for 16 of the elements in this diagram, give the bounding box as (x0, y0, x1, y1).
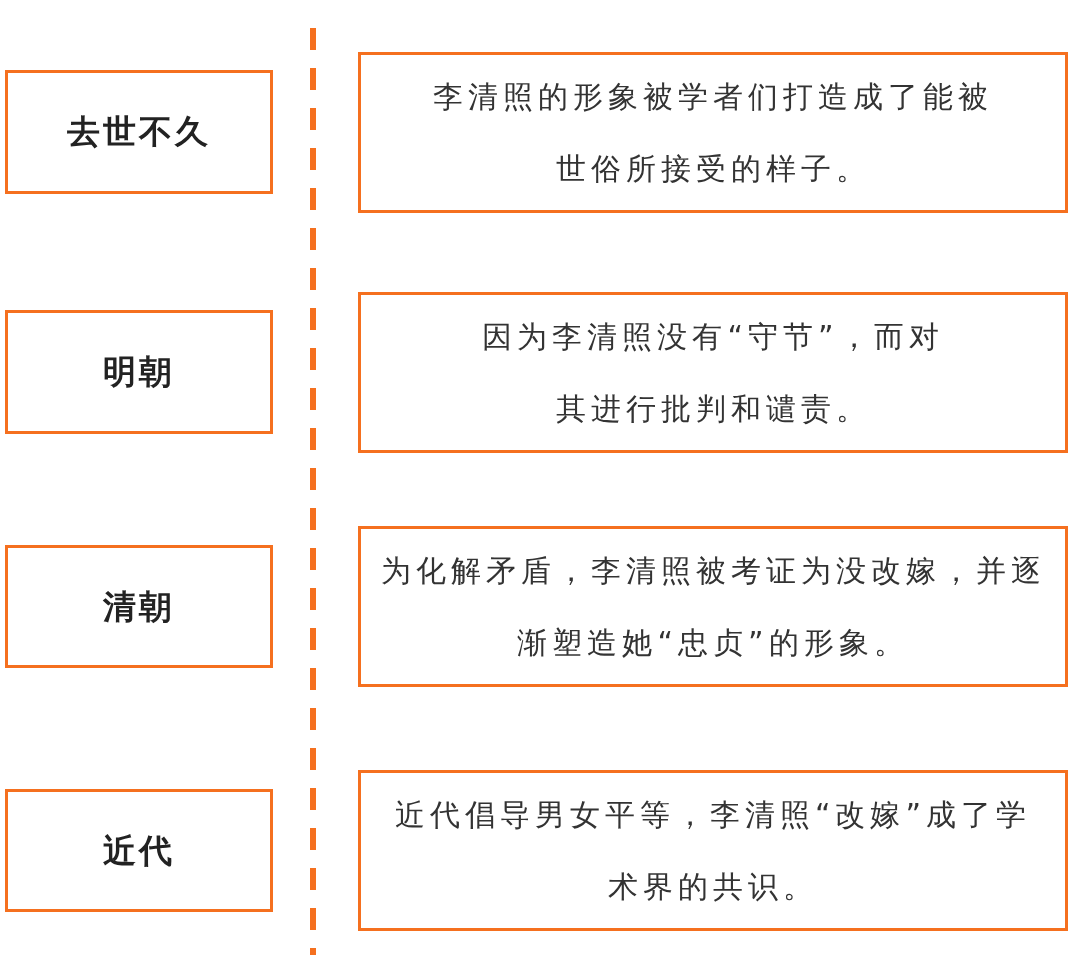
period-label: 近代 (103, 829, 175, 872)
period-box (5, 545, 273, 668)
description-box (358, 526, 1068, 687)
period-label: 清朝 (103, 585, 175, 628)
period-box (5, 789, 273, 912)
description-text: 近代倡导男女平等，李清照“改嫁”成了学术界的共识。 (393, 795, 1033, 906)
period-label: 去世不久 (67, 111, 211, 154)
description-text: 因为李清照没有“守节”，而对其进行批判和谴责。 (481, 317, 945, 428)
description-text: 为化解矛盾，李清照被考证为没改嫁，并逐渐塑造她“忠贞”的形象。 (379, 551, 1047, 662)
period-label: 明朝 (103, 351, 175, 394)
description-box (358, 292, 1068, 453)
description-text: 李清照的形象被学者们打造成了能被世俗所接受的样子。 (433, 77, 993, 188)
description-box (358, 770, 1068, 931)
description-box (358, 52, 1068, 213)
period-box (5, 70, 273, 194)
period-box (5, 310, 273, 434)
